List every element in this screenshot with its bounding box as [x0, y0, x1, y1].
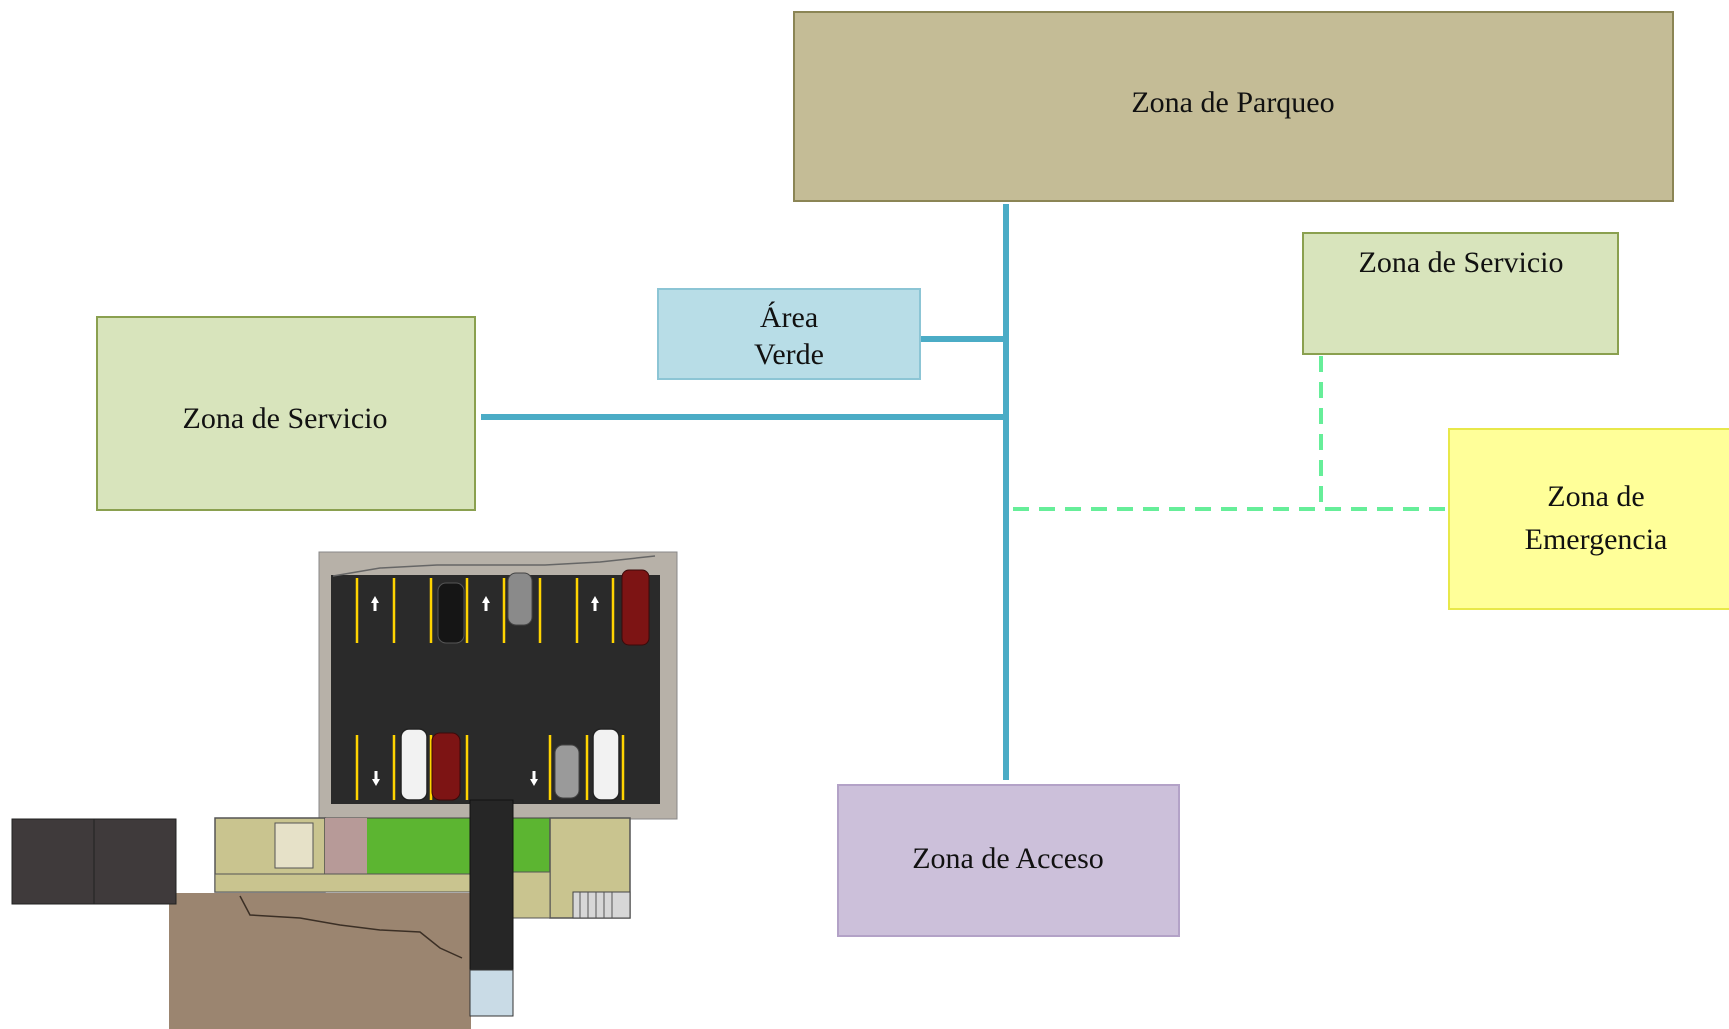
arrow-down-icon: [372, 771, 380, 786]
zone-green-area-line2: Verde: [754, 338, 824, 371]
car-icon: [507, 572, 533, 626]
pink-path: [325, 818, 367, 874]
zone-emergency-line2: Emergencia: [1525, 523, 1668, 556]
zone-service-left-label: Zona de Servicio: [183, 402, 388, 435]
car-icon: [621, 569, 650, 646]
car-icon: [554, 744, 580, 799]
car-icon: [431, 732, 461, 801]
zone-emergency-box: [1448, 428, 1729, 610]
driveway: [469, 799, 514, 971]
arrow-up-icon: [482, 596, 490, 611]
parking-top-cables: [332, 555, 656, 577]
zone-service-left: Zona de Servicio: [96, 316, 476, 511]
lower-terrace: [214, 873, 471, 893]
stair-steps: [579, 892, 613, 918]
zone-green-area-line1: Área: [760, 301, 818, 334]
zone-service-left-box: [96, 316, 476, 511]
zone-service-right: Zona de Servicio: [1302, 232, 1619, 355]
stairs: [572, 891, 631, 919]
zone-emergency: Zona de Emergencia: [1448, 428, 1729, 610]
site-floor-plan: [11, 551, 678, 1029]
car-icon: [400, 728, 428, 801]
arrow-down-icon: [530, 771, 538, 786]
terrace-feature: [274, 822, 314, 869]
driveway-entrance: [469, 969, 514, 1017]
car-icon: [437, 582, 465, 644]
zone-green-area-box: [657, 288, 921, 380]
ground-area: [169, 893, 471, 1029]
lawn-area-right: [512, 817, 551, 873]
ground-crack: [239, 895, 463, 959]
zone-parking-box: [793, 11, 1674, 202]
zone-access-box: [837, 784, 1180, 937]
zone-service-right-box: [1302, 232, 1619, 355]
zone-emergency-line1: Zona de: [1547, 480, 1644, 513]
zone-parking-label: Zona de Parqueo: [1131, 86, 1334, 119]
connectors: [481, 204, 1448, 780]
terrace-right-lower: [512, 871, 551, 919]
dark-block-left: [11, 818, 95, 905]
arrow-up-icon: [591, 596, 599, 611]
arrow-up-icon: [371, 596, 379, 611]
zone-green-area: Área Verde: [657, 288, 921, 380]
car-icon: [592, 728, 620, 801]
dark-block-right: [93, 818, 177, 905]
zone-access-label: Zona de Acceso: [912, 842, 1104, 875]
parking-stripes-top: [355, 578, 615, 643]
parking-stripes-bottom: [355, 735, 625, 800]
zone-access: Zona de Acceso: [837, 784, 1180, 937]
parked-cars: [400, 569, 650, 801]
zone-service-right-label: Zona de Servicio: [1359, 246, 1564, 279]
zone-parking: Zona de Parqueo: [793, 11, 1674, 202]
